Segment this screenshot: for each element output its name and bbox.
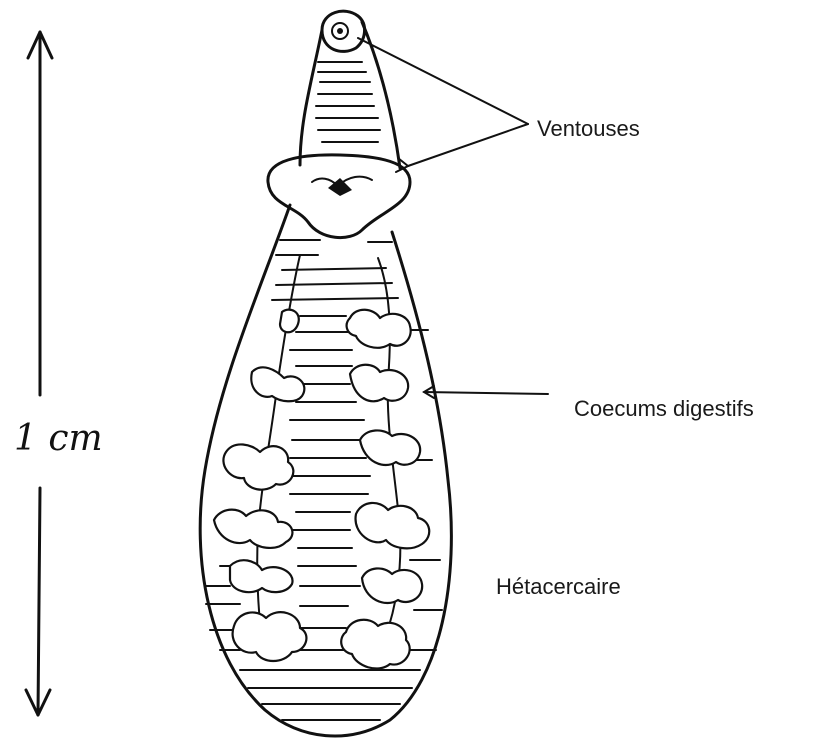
- label-stage-name: Hétacercaire: [496, 574, 621, 600]
- left-caeca: [214, 310, 306, 661]
- scale-bar: [26, 32, 52, 715]
- scale-label: 1 cm: [14, 418, 103, 459]
- label-coecums-digestifs: Coecums digestifs: [574, 396, 754, 422]
- oral-sucker: [322, 11, 365, 51]
- ventral-sucker: [268, 155, 410, 238]
- neck-striations: [316, 62, 380, 142]
- label-ventouses: Ventouses: [537, 116, 640, 142]
- right-caeca: [341, 310, 429, 669]
